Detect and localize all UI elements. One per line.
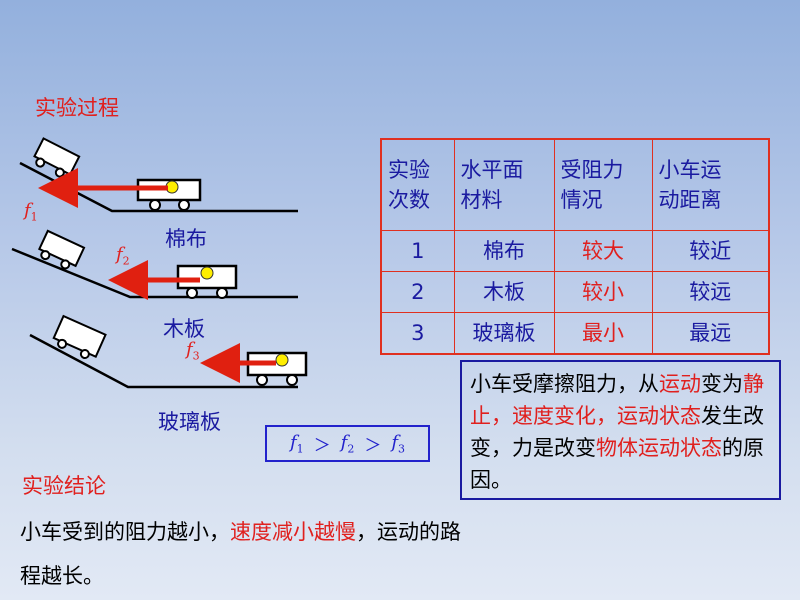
friction-comparison: f1 ＞ f2 ＞ f3 <box>265 425 430 462</box>
conclusion-text: 小车受到的阻力越小，速度减小越慢，运动的路程越长。 <box>20 520 461 588</box>
cell-distance: 最远 <box>651 312 770 355</box>
cart-on-surface-1 <box>136 178 202 211</box>
table-row: 3 玻璃板 最小 最远 <box>380 312 770 355</box>
cell-trial: 2 <box>380 271 455 313</box>
cart-on-slope-2 <box>38 229 86 270</box>
cell-material: 棉布 <box>453 230 555 272</box>
ramp-3 <box>29 333 298 389</box>
friction-label-1: f1 <box>24 200 38 224</box>
conclusion-heading: 实验结论 <box>22 474 106 498</box>
surface-label-glass: 玻璃板 <box>158 410 221 434</box>
cell-resistance: 最小 <box>553 312 653 355</box>
header-material: 水平面材料 <box>453 138 555 231</box>
surface-label-wood: 木板 <box>163 317 205 341</box>
cell-distance: 较远 <box>651 271 770 313</box>
table-header-row: 实验次数 水平面材料 受阻力情况 小车运动距离 <box>380 138 770 231</box>
surface-label-cotton: 棉布 <box>165 227 207 251</box>
table-row: 1 棉布 较大 较近 <box>380 230 770 272</box>
cell-material: 木板 <box>453 271 555 313</box>
results-table: 实验次数 水平面材料 受阻力情况 小车运动距离 1 棉布 较大 较近 2 木板 … <box>380 138 770 355</box>
header-trial: 实验次数 <box>380 138 455 231</box>
cell-resistance: 较小 <box>553 271 653 313</box>
experiment-diagram <box>11 137 308 389</box>
cell-trial: 1 <box>380 230 455 272</box>
header-distance: 小车运动距离 <box>651 138 770 231</box>
cart-on-slope-1 <box>33 137 81 178</box>
friction-label-2: f2 <box>116 244 130 268</box>
process-heading: 实验过程 <box>35 96 119 120</box>
cell-distance: 较近 <box>651 230 770 272</box>
table-row: 2 木板 较小 较远 <box>380 271 770 313</box>
cell-material: 玻璃板 <box>453 312 555 355</box>
cart-on-slope-3 <box>52 314 107 360</box>
friction-label-3: f3 <box>186 339 200 363</box>
cell-trial: 3 <box>380 312 455 355</box>
header-resistance: 受阻力情况 <box>553 138 653 231</box>
cart-on-surface-3 <box>246 351 308 386</box>
analysis-note: 小车受摩擦阻力，从运动变为静止，速度变化，运动状态发生改变，力是改变物体运动状态… <box>460 360 781 500</box>
cell-resistance: 较大 <box>553 230 653 272</box>
